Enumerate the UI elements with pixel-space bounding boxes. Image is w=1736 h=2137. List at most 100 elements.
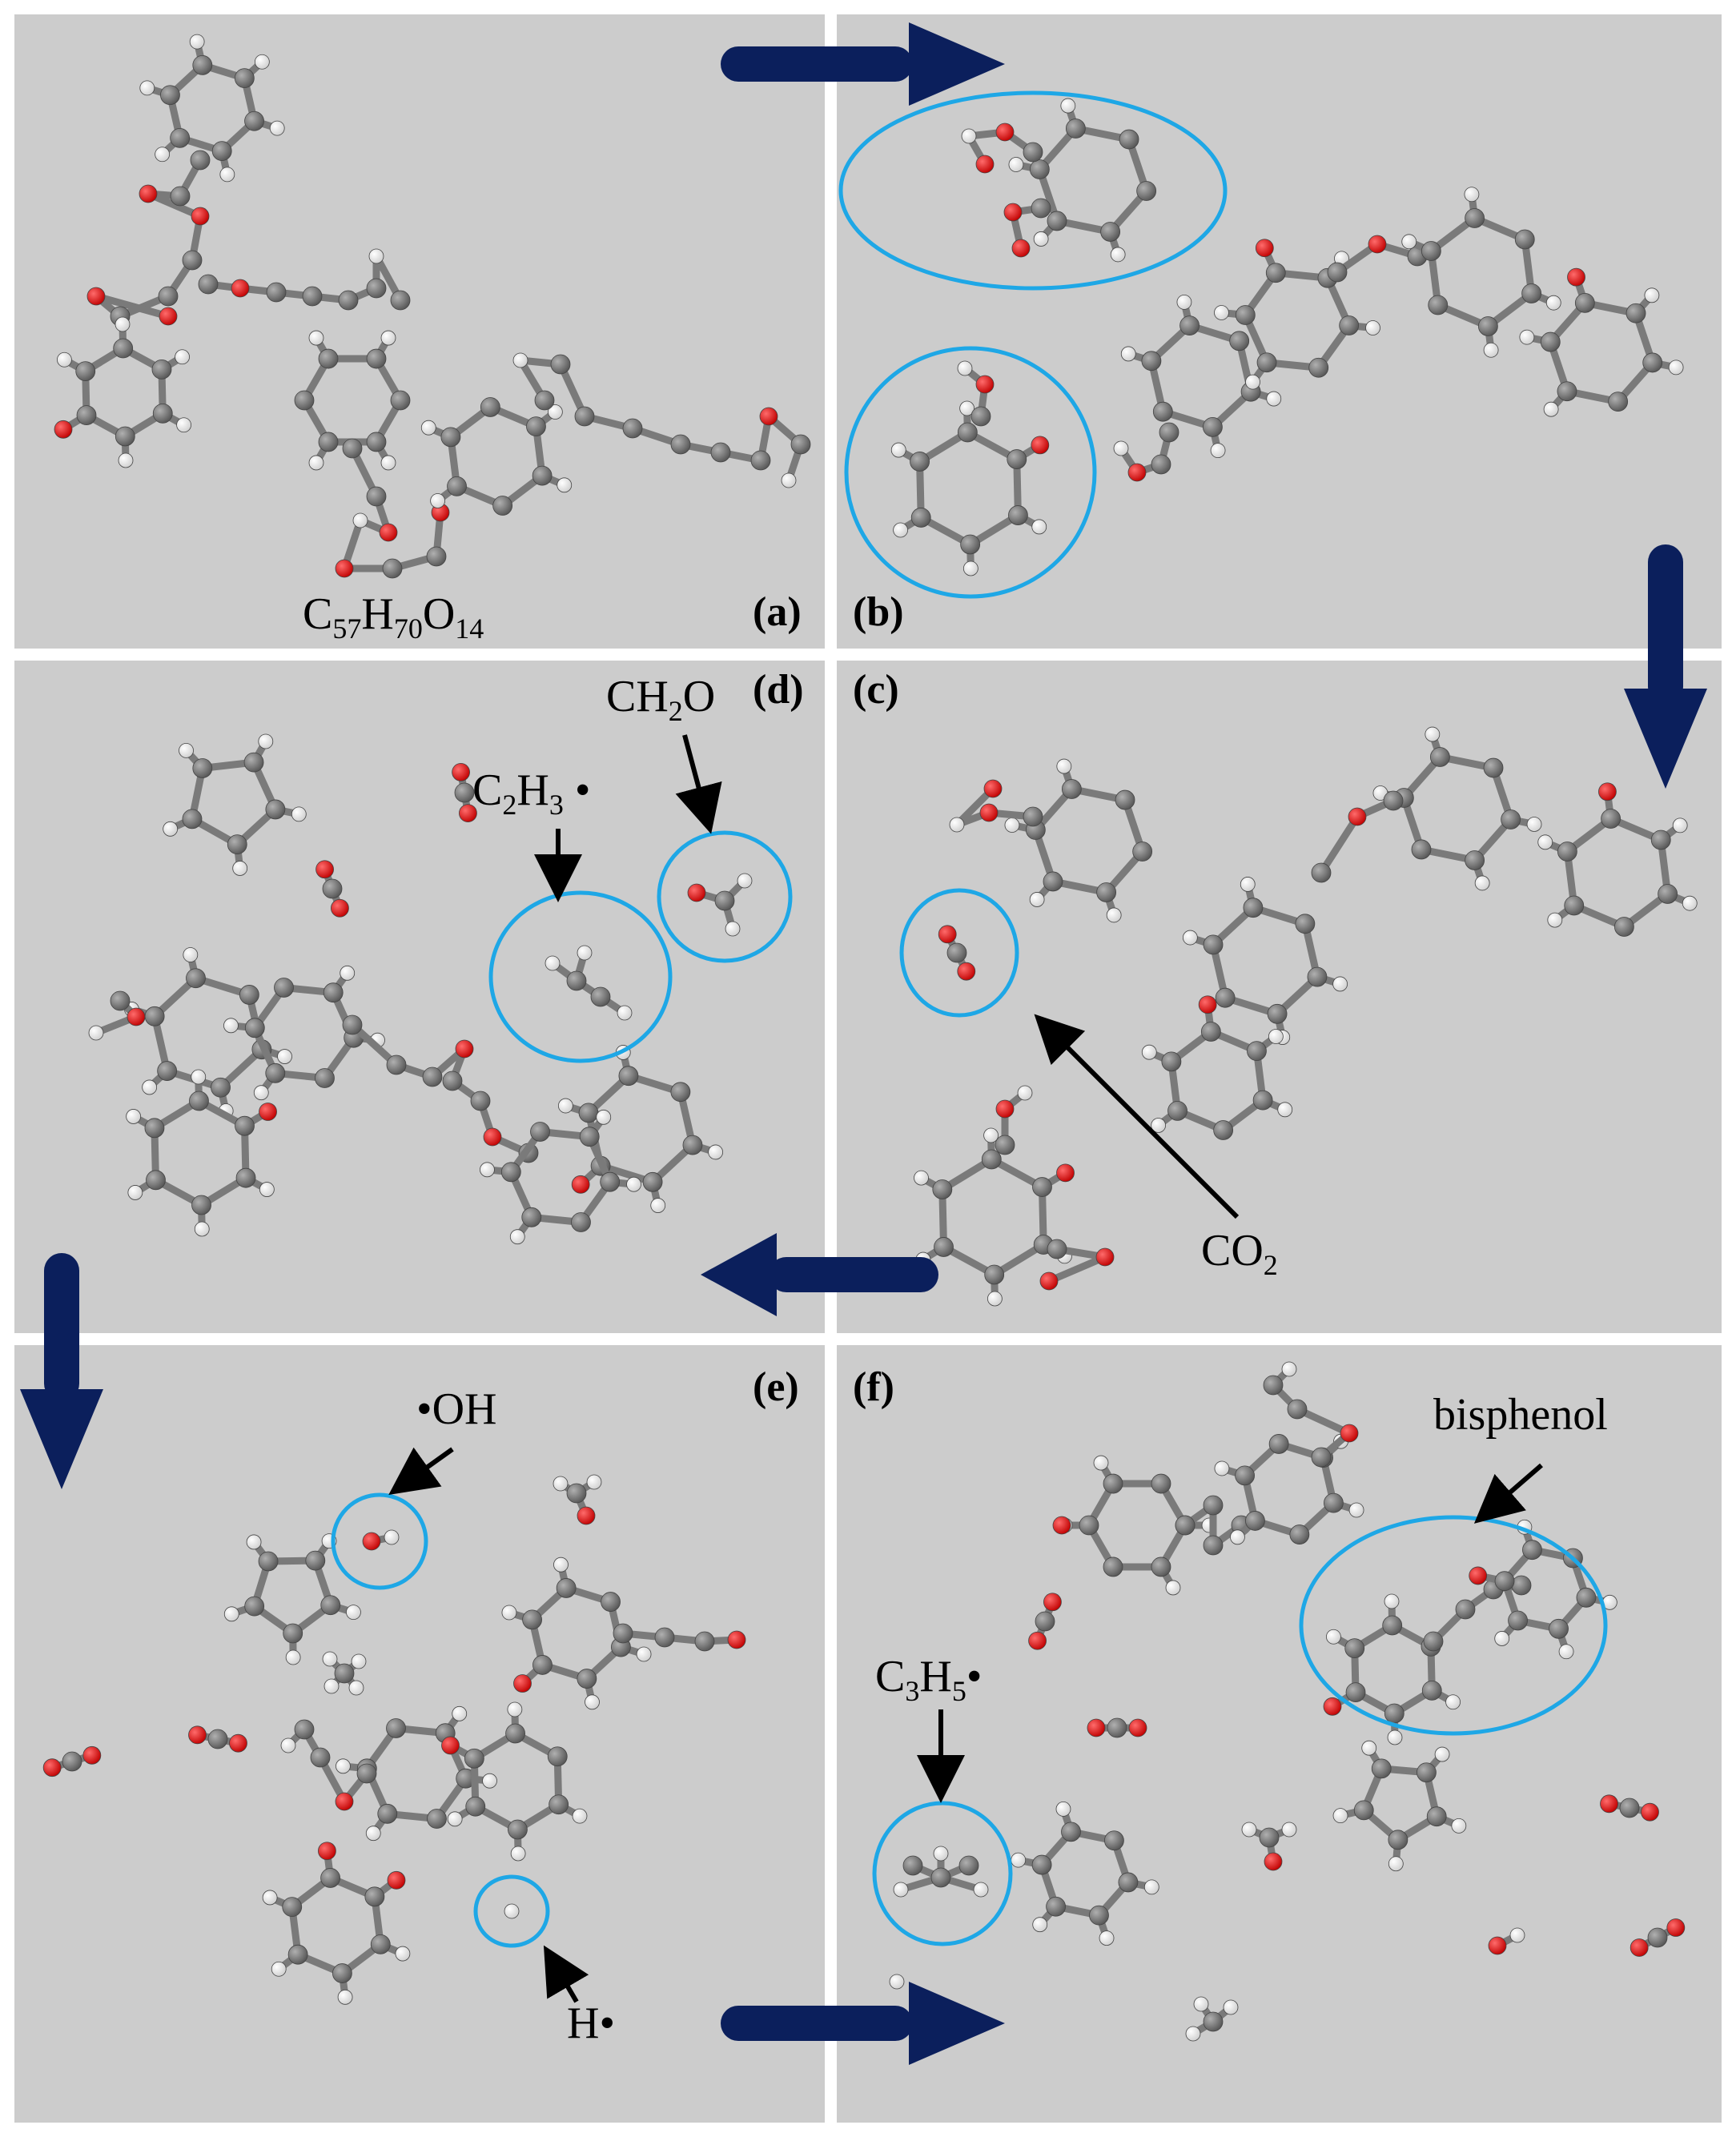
molecule-f-bisphenol-2 bbox=[1469, 1519, 1617, 1660]
molecule-d-cyclopentane bbox=[163, 733, 307, 876]
panel-a-bg bbox=[14, 14, 825, 649]
molecule-e-phenyl-chain bbox=[613, 1623, 746, 1652]
molecule-e-ch2o bbox=[553, 1474, 602, 1525]
molecule-e-phenyl-1 bbox=[501, 1557, 652, 1710]
molecule-f-co2-1 bbox=[1028, 1593, 1062, 1650]
panel-f-bg bbox=[837, 1345, 1722, 2123]
molecule-f-c3h5 bbox=[893, 1846, 989, 1898]
molecule-b-acid-2 bbox=[1003, 198, 1051, 258]
molecule-a-end-ring bbox=[54, 316, 191, 468]
flow-arrows bbox=[20, 22, 1707, 2065]
molecule-f-bridge bbox=[1175, 1495, 1252, 1556]
species-label-oh: •OH bbox=[416, 1384, 497, 1434]
highlight-oh bbox=[331, 1492, 428, 1590]
molecule-c-phenyl-1 bbox=[1182, 877, 1348, 1045]
highlight-bisphenol bbox=[1299, 1515, 1608, 1736]
molecule-f-ether bbox=[1263, 1361, 1359, 1468]
formula-label-a: C57H70O14 bbox=[303, 589, 484, 645]
highlight-h bbox=[473, 1874, 550, 1948]
panel-tag-f: (f) bbox=[853, 1364, 894, 1410]
molecule-d-left-chain bbox=[88, 990, 146, 1041]
panel-tag-c: (c) bbox=[853, 667, 899, 713]
molecule-b-phthalic-ring bbox=[1008, 98, 1157, 263]
arrow-to-oh bbox=[388, 1447, 454, 1495]
arrow-to-h bbox=[543, 1945, 589, 2003]
flow-arrow-a-to-b bbox=[721, 22, 1005, 106]
molecule-f-co2-2 bbox=[1087, 1717, 1147, 1738]
molecule-c-lower-acid bbox=[1039, 1239, 1115, 1291]
molecule-a-linker bbox=[198, 248, 411, 311]
molecule-a-mid-chain bbox=[335, 438, 450, 579]
molecule-e-oh bbox=[362, 1529, 400, 1551]
molecule-b-phenyl-1 bbox=[1120, 294, 1282, 459]
molecule-b-lower-chain bbox=[1113, 422, 1179, 482]
highlight-ring-fragment bbox=[844, 346, 1097, 599]
molecule-f-oh bbox=[1488, 1927, 1525, 1955]
species-label-c2h3: C2H3 • bbox=[472, 765, 591, 821]
panel-d-bg bbox=[14, 661, 825, 1333]
molecule-e-ch4 bbox=[322, 1651, 367, 1696]
molecule-c-acid bbox=[949, 779, 1043, 833]
arrow-to-co2 bbox=[1034, 1014, 1240, 1219]
species-label-bisphenol: bisphenol bbox=[1433, 1390, 1608, 1440]
molecule-f-phenyl-2 bbox=[1214, 1433, 1364, 1545]
molecule-f-ch3 bbox=[1185, 1996, 1239, 2042]
molecule-a-cyclohexane bbox=[139, 34, 285, 183]
molecule-b-phenyl-4 bbox=[1519, 267, 1684, 417]
molecule-a-phenyl-2 bbox=[420, 397, 573, 516]
panel-tag-a: (a) bbox=[753, 589, 802, 635]
highlight-c3h5 bbox=[872, 1801, 1013, 1946]
species-label-ch2o: CH2O bbox=[606, 672, 716, 728]
molecule-b-ring-oh bbox=[957, 360, 995, 427]
molecule-c-ether bbox=[1311, 790, 1404, 883]
molecule-a-phenyl-1 bbox=[294, 330, 411, 471]
flow-arrow-d-to-e bbox=[20, 1253, 103, 1489]
panel-tag-d: (d) bbox=[753, 667, 804, 713]
molecule-e-co2-1 bbox=[42, 1745, 102, 1777]
species-label-h: H• bbox=[567, 1998, 616, 2048]
molecule-f-co2-4 bbox=[1630, 1918, 1686, 1957]
molecule-c-phenyl-3 bbox=[1372, 726, 1542, 891]
molecule-e-co2-2 bbox=[188, 1725, 247, 1753]
molecule-b-ring-fragment bbox=[890, 400, 1050, 576]
molecule-c-phenyl-2 bbox=[1141, 995, 1293, 1140]
arrow-to-ch2o bbox=[675, 734, 722, 834]
molecule-c-acid-ring bbox=[1004, 758, 1153, 923]
species-label-c3h5: C3H5• bbox=[875, 1652, 983, 1708]
molecule-d-cyclo-end bbox=[126, 1069, 277, 1237]
molecule-b-ether bbox=[1327, 235, 1428, 283]
molecule-b-phenyl-3 bbox=[1401, 187, 1561, 358]
molecule-e-h bbox=[504, 1903, 520, 1919]
molecule-a-ester-chain bbox=[86, 150, 211, 327]
highlight-circles bbox=[331, 90, 1608, 1948]
panel-c-bg bbox=[837, 661, 1722, 1333]
molecule-e-acid-ring bbox=[262, 1842, 411, 2005]
molecule-c-phenyl-4 bbox=[1537, 782, 1698, 937]
flow-arrow-e-to-f bbox=[721, 1982, 1005, 2065]
molecule-layer bbox=[42, 34, 1698, 2042]
panel-tag-b: (b) bbox=[853, 589, 904, 635]
molecule-d-phenyl-4 bbox=[480, 1109, 641, 1245]
molecule-f-h bbox=[889, 1974, 905, 1990]
panel-b-bg bbox=[837, 14, 1722, 649]
molecule-d-co2-1 bbox=[452, 762, 477, 823]
panel-tag-e: (e) bbox=[753, 1364, 799, 1410]
molecule-d-co2-2 bbox=[315, 860, 349, 918]
callout-arrows bbox=[388, 734, 1543, 2003]
molecule-c-co2 bbox=[938, 925, 976, 981]
molecule-a-tail bbox=[512, 352, 811, 488]
highlight-ch2o bbox=[657, 830, 793, 963]
molecule-b-acid-1 bbox=[961, 123, 1043, 174]
flow-arrow-c-to-d bbox=[701, 1233, 938, 1316]
molecule-f-co2-3 bbox=[1600, 1794, 1659, 1822]
arrow-to-bisphenol bbox=[1473, 1463, 1543, 1524]
molecule-e-ether-chain bbox=[280, 1719, 377, 1811]
species-label-co2: CO2 bbox=[1201, 1226, 1278, 1282]
molecule-d-ch2o bbox=[687, 873, 753, 937]
molecule-f-ch2o bbox=[1241, 1822, 1297, 1871]
molecule-f-cyclopentane bbox=[1332, 1740, 1467, 1872]
flow-arrow-b-to-c bbox=[1624, 544, 1707, 789]
highlight-phthalic-acid bbox=[838, 90, 1228, 291]
